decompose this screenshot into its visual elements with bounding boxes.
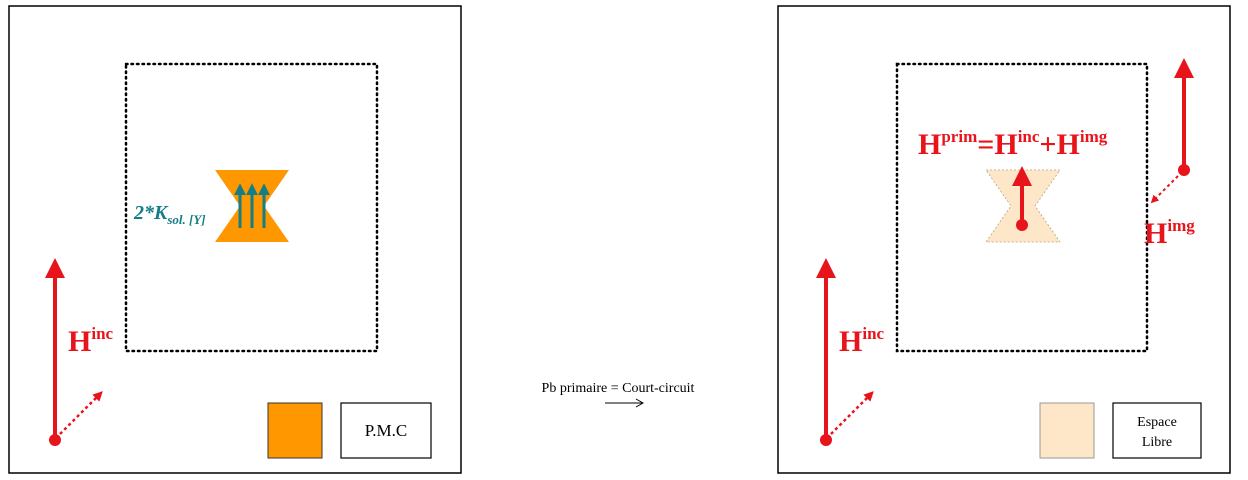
left-dotted-domain	[124, 62, 379, 353]
h-inc-label-left: Hinc	[68, 324, 114, 358]
h-inc-label-right: Hinc	[839, 324, 885, 358]
free-space-legend-line2: Libre	[1142, 435, 1172, 450]
propagation-arrow-right	[830, 391, 874, 435]
pmc-legend-swatch	[267, 402, 323, 459]
h-inc-origin-left	[49, 434, 61, 446]
h-prim-equation: Hprim=Hinc+Himg	[918, 127, 1108, 161]
pmc-legend-box	[340, 402, 432, 459]
h-img-origin	[1178, 164, 1190, 176]
left-panel-frame	[8, 5, 462, 474]
propagation-arrow-left	[59, 391, 103, 435]
h-prim-origin	[1016, 219, 1028, 231]
right-dotted-domain	[895, 62, 1149, 353]
free-space-legend-swatch	[1039, 402, 1095, 459]
right-panel: Hprim=Hinc+Himg Himg Hinc Espace Libre	[777, 5, 1231, 474]
h-img-propagation-arrow	[1150, 175, 1179, 204]
left-panel: 2*Ksol. [Y] Hinc P.M.C	[8, 5, 462, 474]
transform-arrow-head	[635, 398, 645, 408]
right-panel-frame	[777, 5, 1231, 474]
free-space-legend-line1: Espace	[1137, 415, 1177, 430]
pmc-legend-label: P.M.C	[365, 421, 408, 440]
free-space-legend-box	[1112, 402, 1202, 459]
h-img-label: Himg	[1144, 216, 1195, 250]
h-inc-origin-right	[820, 434, 832, 446]
k-sol-label: 2*Ksol. [Y]	[133, 202, 206, 227]
transform-annotation: Pb primaire = Court-circuit	[542, 381, 695, 408]
transform-label: Pb primaire = Court-circuit	[542, 381, 695, 396]
